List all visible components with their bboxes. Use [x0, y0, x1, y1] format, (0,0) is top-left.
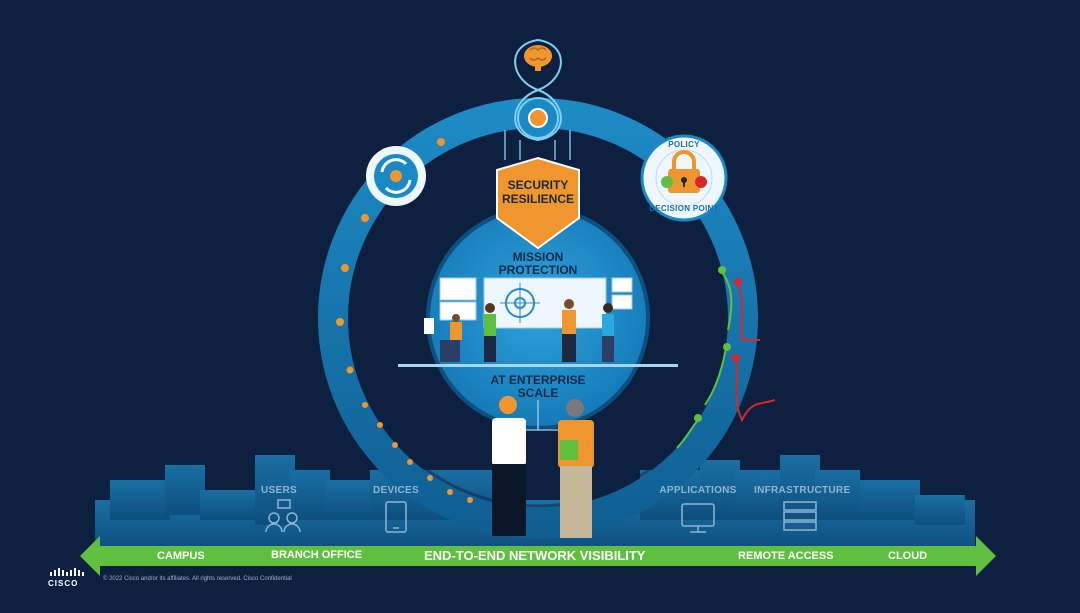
branch-office-label: BRANCH OFFICE: [271, 549, 363, 561]
devices-label: DEVICES: [372, 485, 419, 496]
infinity-loop: [514, 38, 562, 142]
server-icon: [783, 501, 817, 531]
padlock-icon: [661, 150, 707, 193]
policy-bottom-label: DECISION POINT: [649, 204, 719, 213]
network-visibility-label: END-TO-END NETWORK VISIBILITY: [424, 548, 646, 563]
security-shield: [496, 156, 580, 250]
cloud-label: CLOUD: [888, 550, 928, 562]
top-node-core: [528, 108, 548, 128]
foreground-figures: [492, 396, 594, 538]
monitor-icon: [681, 503, 715, 533]
tablet-icon: [385, 501, 407, 533]
monitor-wall: [439, 277, 633, 329]
sync-icon: [366, 146, 426, 206]
policy-top-label: POLICY: [668, 140, 700, 149]
enterprise-scale-label: AT ENTERPRISE SCALE: [490, 373, 586, 400]
users-label: USERS: [261, 485, 297, 496]
ring-dots: [336, 138, 473, 503]
campus-label: CAMPUS: [157, 550, 205, 562]
cisco-logo-bars: [50, 568, 84, 576]
check-marks: [694, 266, 742, 422]
mission-floor: [398, 364, 678, 367]
remote-access-label: REMOTE ACCESS: [738, 550, 834, 562]
users-icon: [265, 499, 301, 533]
infrastructure-label: INFRASTRUCTURE: [754, 485, 851, 496]
applications-label: APPLICATIONS: [659, 485, 737, 496]
security-resilience-label: SECURITY RESILIENCE: [501, 178, 574, 206]
mission-protection-label: MISSION PROTECTION: [498, 250, 578, 277]
visibility-arrow: [80, 536, 996, 576]
analyst-figures: [424, 299, 614, 362]
brain-icon: [524, 45, 552, 71]
policy-arrows: [676, 271, 776, 449]
copyright-notice: © 2022 Cisco and/or its affiliates. All …: [103, 576, 292, 582]
cisco-wordmark: CISCO: [48, 579, 79, 588]
